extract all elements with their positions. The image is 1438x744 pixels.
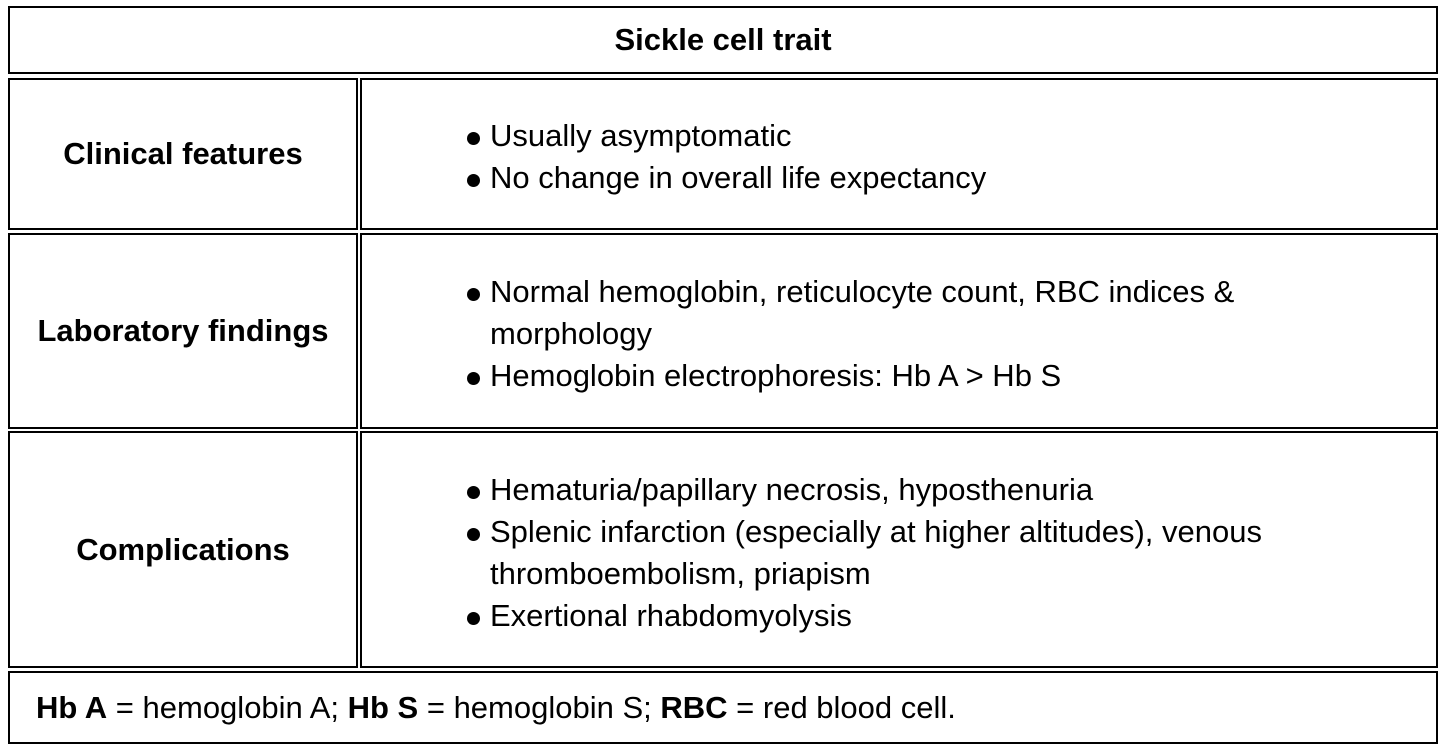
row-label-cell-clinical-features: Clinical features (8, 78, 358, 230)
bullet-list: Normal hemoglobin, reticulocyte count, R… (466, 271, 1366, 397)
list-item-text: Hematuria/papillary necrosis, hyposthenu… (490, 472, 1094, 507)
row-content-cell-laboratory-findings: Normal hemoglobin, reticulocyte count, R… (360, 233, 1438, 429)
bullet-icon (467, 528, 480, 541)
row-content-cell-clinical-features: Usually asymptomatic No change in overal… (360, 78, 1438, 230)
row-content-cell-complications: Hematuria/papillary necrosis, hyposthenu… (360, 431, 1438, 668)
bullet-list: Usually asymptomatic No change in overal… (466, 115, 1366, 199)
bullet-list: Hematuria/papillary necrosis, hyposthenu… (466, 469, 1366, 637)
row-label: Laboratory findings (37, 313, 329, 348)
row-label-cell-laboratory-findings: Laboratory findings (8, 233, 358, 429)
bullet-icon (467, 612, 480, 625)
list-item-text: Usually asymptomatic (490, 118, 792, 153)
row-label: Clinical features (63, 136, 303, 171)
list-item-text: Splenic infarction (especially at higher… (490, 514, 1262, 591)
list-item: Splenic infarction (especially at higher… (466, 511, 1366, 595)
bullet-icon (467, 372, 480, 385)
abbreviations-footer: Hb A = hemoglobin A; Hb S = hemoglobin S… (8, 671, 1438, 744)
list-item-text: No change in overall life expectancy (490, 160, 987, 195)
list-item: Hemoglobin electrophoresis: Hb A > Hb S (466, 355, 1366, 397)
list-item-text: Normal hemoglobin, reticulocyte count, R… (490, 274, 1235, 351)
abbreviation-term: Hb S (347, 689, 419, 725)
abbreviation-definition: = red blood cell. (727, 689, 956, 725)
abbreviations-text: Hb A = hemoglobin A; Hb S = hemoglobin S… (10, 690, 956, 726)
abbreviation-term: RBC (660, 689, 728, 725)
bullet-icon (467, 174, 480, 187)
abbreviation-definition: = hemoglobin A; (107, 689, 348, 725)
table-title-cell: Sickle cell trait (8, 6, 1438, 74)
row-label-cell-complications: Complications (8, 431, 358, 668)
list-item: Hematuria/papillary necrosis, hyposthenu… (466, 469, 1366, 511)
abbreviation-term: Hb A (36, 689, 108, 725)
bullet-icon (467, 486, 480, 499)
list-item-text: Exertional rhabdomyolysis (490, 598, 852, 633)
list-item: Normal hemoglobin, reticulocyte count, R… (466, 271, 1366, 355)
list-item: Usually asymptomatic (466, 115, 1366, 157)
list-item: No change in overall life expectancy (466, 157, 1366, 199)
abbreviation-definition: = hemoglobin S; (418, 689, 661, 725)
row-label: Complications (76, 531, 290, 567)
list-item: Exertional rhabdomyolysis (466, 595, 1366, 637)
list-item-text: Hemoglobin electrophoresis: Hb A > Hb S (490, 358, 1062, 393)
bullet-icon (467, 288, 480, 301)
bullet-icon (467, 132, 480, 145)
table-title: Sickle cell trait (614, 22, 832, 57)
